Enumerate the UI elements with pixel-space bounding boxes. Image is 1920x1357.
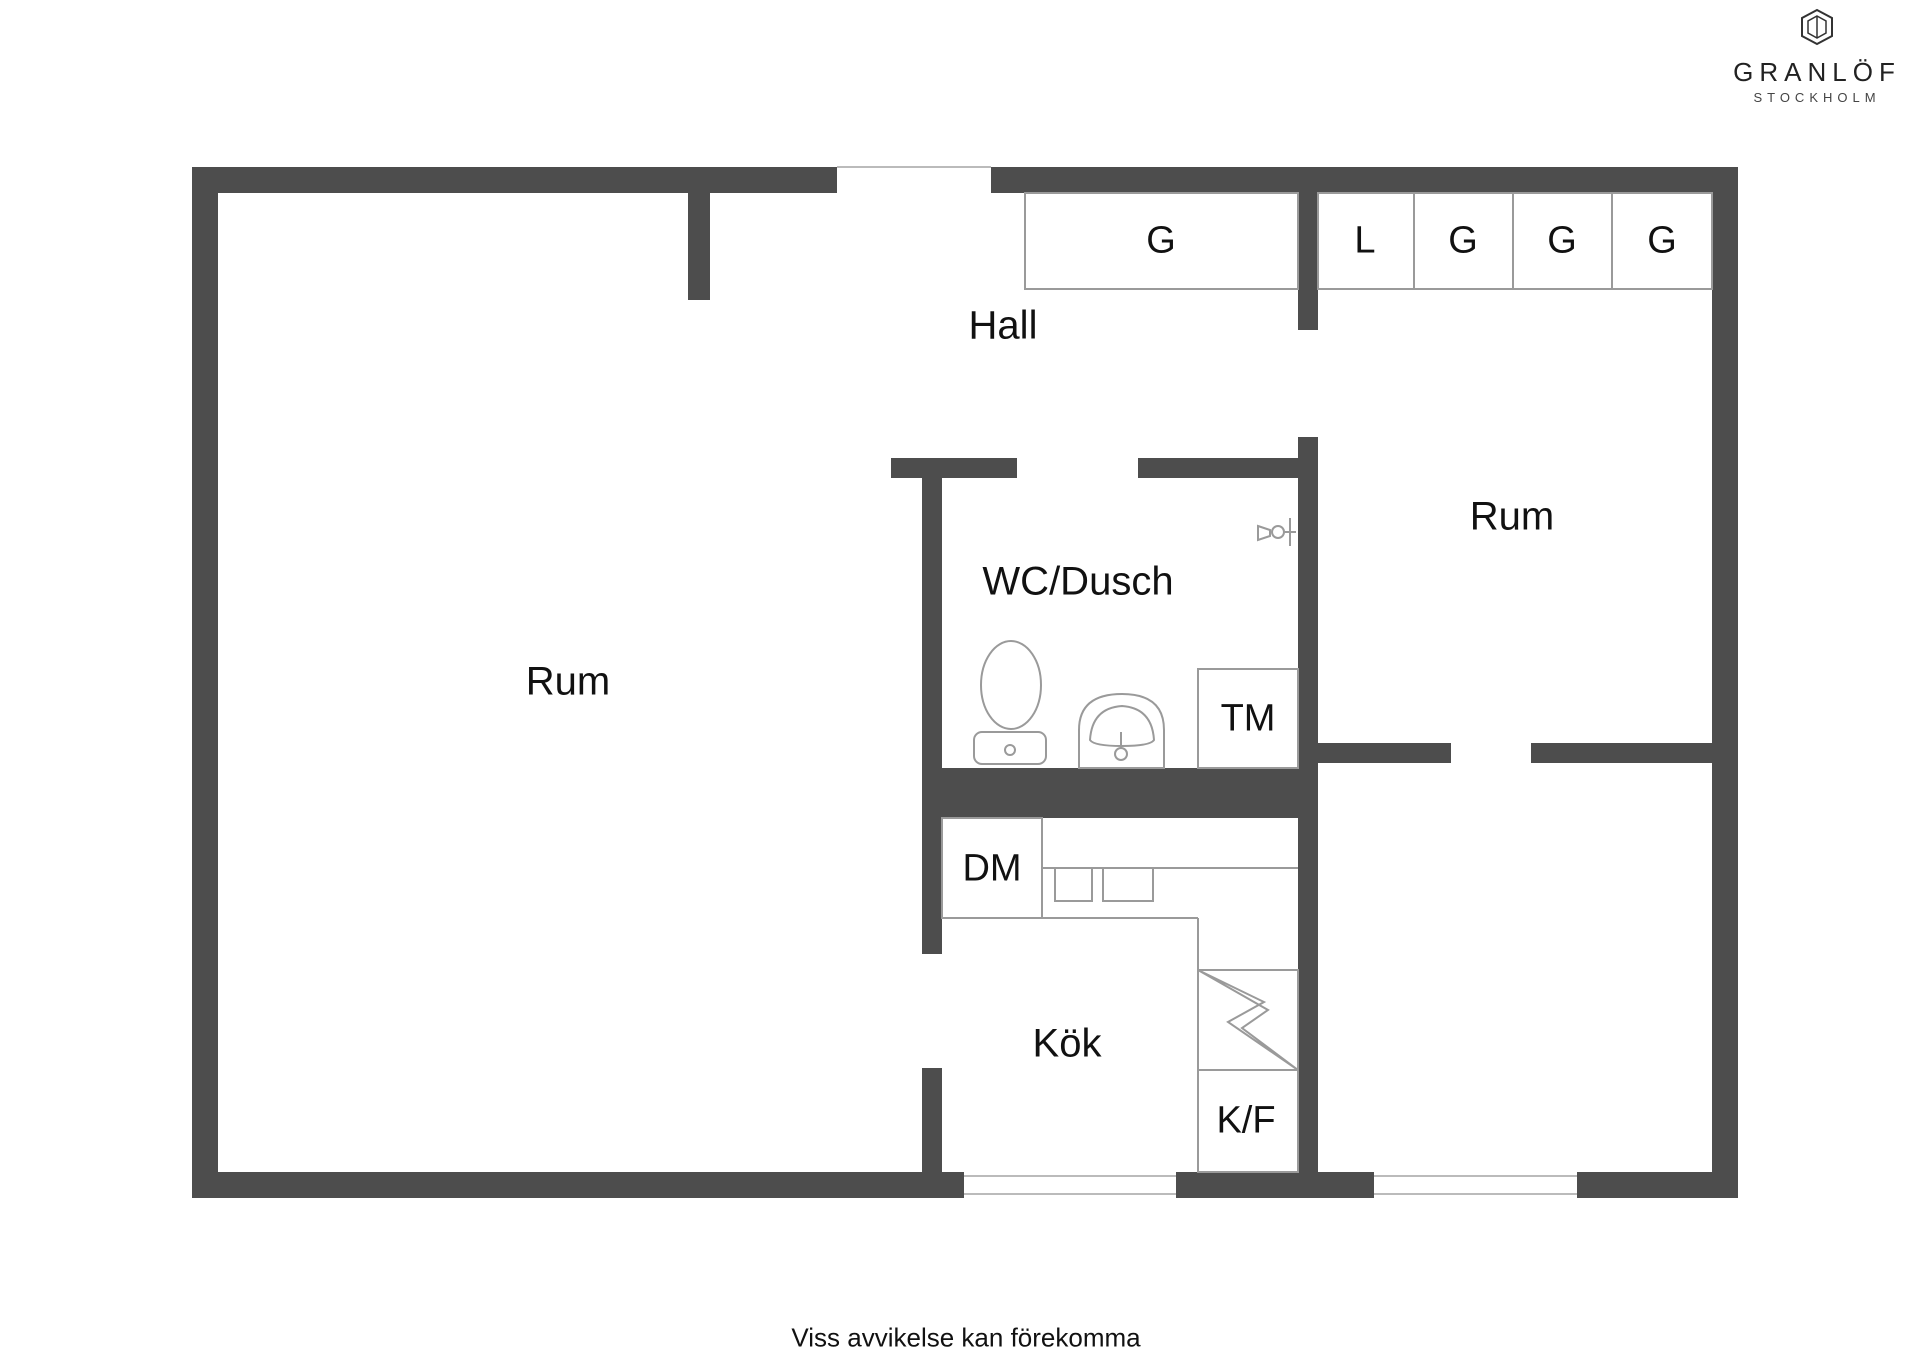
- wall-wc-left: [922, 458, 942, 954]
- wall-wc-top-right: [1138, 458, 1308, 478]
- fridge-freezer-outline: [1197, 1069, 1299, 1173]
- brand-name: GRANLÖF: [1733, 57, 1901, 87]
- room-label-rum-left: Rum: [525, 659, 611, 704]
- wall-right-rooms-left: [1318, 743, 1451, 763]
- outer-wall-bottom-3: [1577, 1172, 1738, 1198]
- toilet-icon: [973, 640, 1047, 765]
- closet-label-2: L: [1354, 219, 1376, 262]
- outer-wall-bottom-1: [192, 1172, 964, 1198]
- outer-wall-top-right: [991, 167, 1738, 193]
- fixture-label-tm: TM: [1220, 697, 1276, 740]
- wall-wc-kitchen-divider: [922, 768, 1318, 818]
- wall-stub-left-room: [688, 193, 710, 300]
- fixture-label-kf: K/F: [1216, 1099, 1276, 1142]
- outer-wall-bottom-2: [1176, 1172, 1374, 1198]
- stove-icon: [1197, 969, 1299, 1071]
- room-label-wc: WC/Dusch: [982, 559, 1174, 604]
- window-kitchen: [964, 1175, 1176, 1195]
- washing-machine-outline: [1197, 668, 1299, 769]
- closet-hall-outline: [1024, 192, 1299, 290]
- brand-emblem-icon: [1801, 8, 1833, 46]
- outer-wall-left: [192, 167, 218, 1198]
- window-room-right: [1374, 1175, 1577, 1195]
- shower-head-icon: [1257, 518, 1296, 546]
- sink-basin-2: [1102, 867, 1154, 902]
- closet-label-1: G: [1146, 219, 1176, 262]
- sink-icon: [1078, 692, 1165, 769]
- outer-wall-top-left: [192, 167, 837, 193]
- wall-hall-closet-divider: [1298, 193, 1318, 330]
- wall-wc-top-left: [891, 458, 1017, 478]
- disclaimer-text: Viss avvikelse kan förekomma: [791, 1322, 1141, 1353]
- wall-kitchen-left-lower: [922, 1068, 942, 1178]
- closet-g4-outline: [1611, 192, 1713, 290]
- wall-right-rooms-right: [1531, 743, 1716, 763]
- sink-basin-1: [1054, 867, 1093, 902]
- room-label-rum-right: Rum: [1469, 494, 1555, 539]
- fixture-label-dm: DM: [962, 847, 1022, 890]
- brand-city: STOCKHOLM: [1753, 90, 1881, 105]
- room-label-hall: Hall: [968, 303, 1038, 348]
- outer-wall-right: [1712, 167, 1738, 1198]
- closet-label-3: G: [1448, 219, 1478, 262]
- closet-label-5: G: [1647, 219, 1677, 262]
- room-label-kok: Kök: [1032, 1021, 1102, 1066]
- brand-logo: GRANLÖF STOCKHOLM: [1722, 8, 1912, 108]
- closet-label-4: G: [1547, 219, 1577, 262]
